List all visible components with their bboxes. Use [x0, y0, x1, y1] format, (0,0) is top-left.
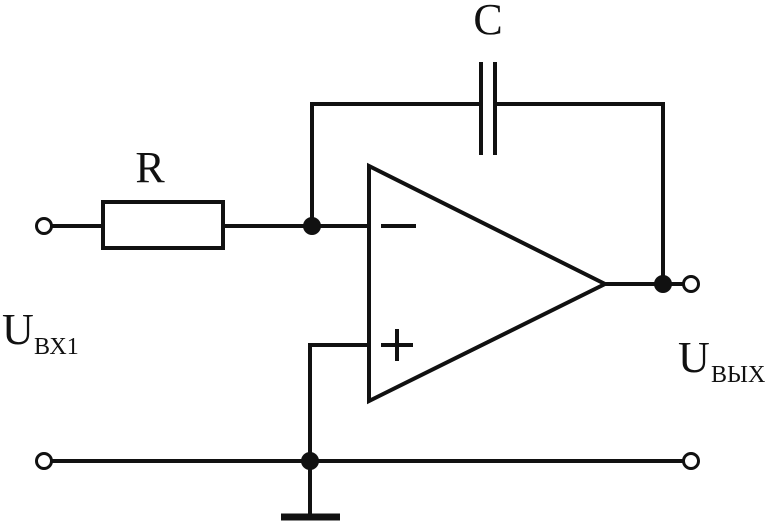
ground-junction-node	[301, 452, 319, 470]
input-terminal	[35, 217, 53, 235]
output-voltage-label: U	[678, 333, 710, 382]
feedback-left-wire	[310, 102, 479, 226]
output-terminal	[682, 275, 700, 293]
inverting-junction-node	[303, 217, 321, 235]
input-voltage-subscript: ВХ1	[34, 334, 79, 360]
output-voltage-subscript: ВЫХ	[711, 362, 765, 388]
output-ground-terminal	[682, 452, 700, 470]
capacitor-label: C	[473, 0, 502, 44]
op-amp-triangle	[367, 162, 610, 405]
input-voltage-label: U	[2, 305, 34, 354]
noninverting-input-wire	[308, 343, 369, 461]
output-junction-node	[654, 275, 672, 293]
resistor-body	[101, 200, 225, 250]
input-ground-terminal	[35, 452, 53, 470]
feedback-right-wire	[497, 102, 665, 285]
resistor-label: R	[135, 143, 165, 192]
